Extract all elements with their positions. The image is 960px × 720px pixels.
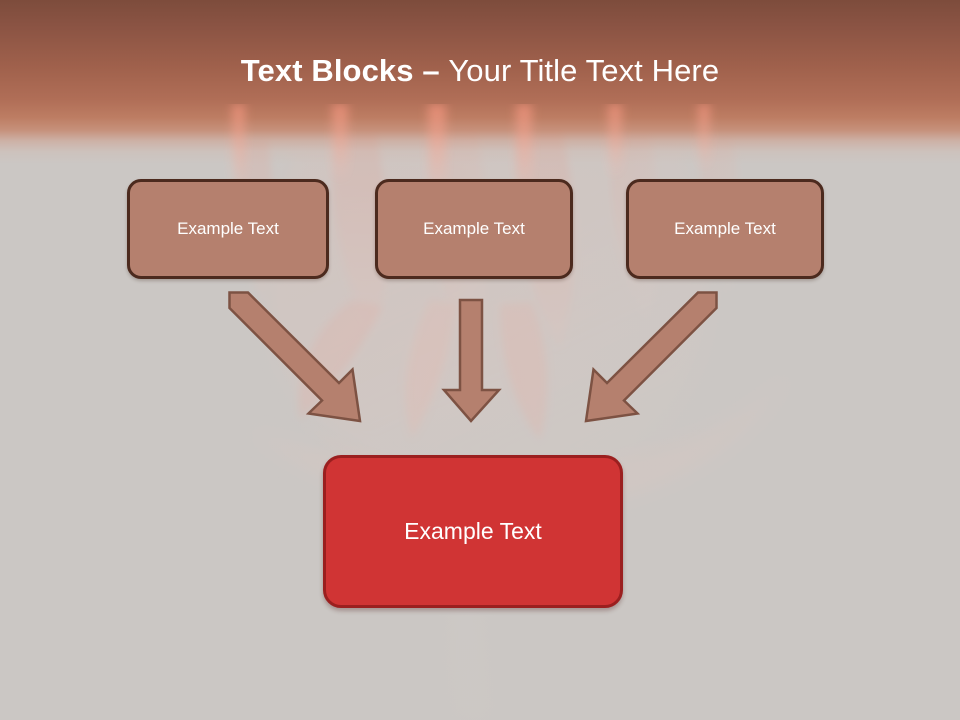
result-box-label: Example Text: [404, 518, 542, 544]
arrow-down-right-icon: [228, 291, 362, 423]
slide-title-bold: Text Blocks –: [240, 53, 449, 88]
arrow-down-left-icon: [584, 291, 718, 423]
source-box-3-label: Example Text: [674, 219, 776, 238]
arrow-down-icon: [441, 298, 502, 423]
slide-title-light: Your Title Text Here: [448, 53, 720, 88]
slide-title: Text Blocks – Your Title Text Here: [0, 52, 960, 90]
source-box-1[interactable]: Example Text: [127, 179, 329, 279]
source-box-2-label: Example Text: [423, 219, 525, 238]
source-box-1-label: Example Text: [177, 219, 279, 238]
result-box[interactable]: Example Text: [323, 455, 623, 608]
source-box-3[interactable]: Example Text: [626, 179, 824, 279]
source-box-2[interactable]: Example Text: [375, 179, 573, 279]
